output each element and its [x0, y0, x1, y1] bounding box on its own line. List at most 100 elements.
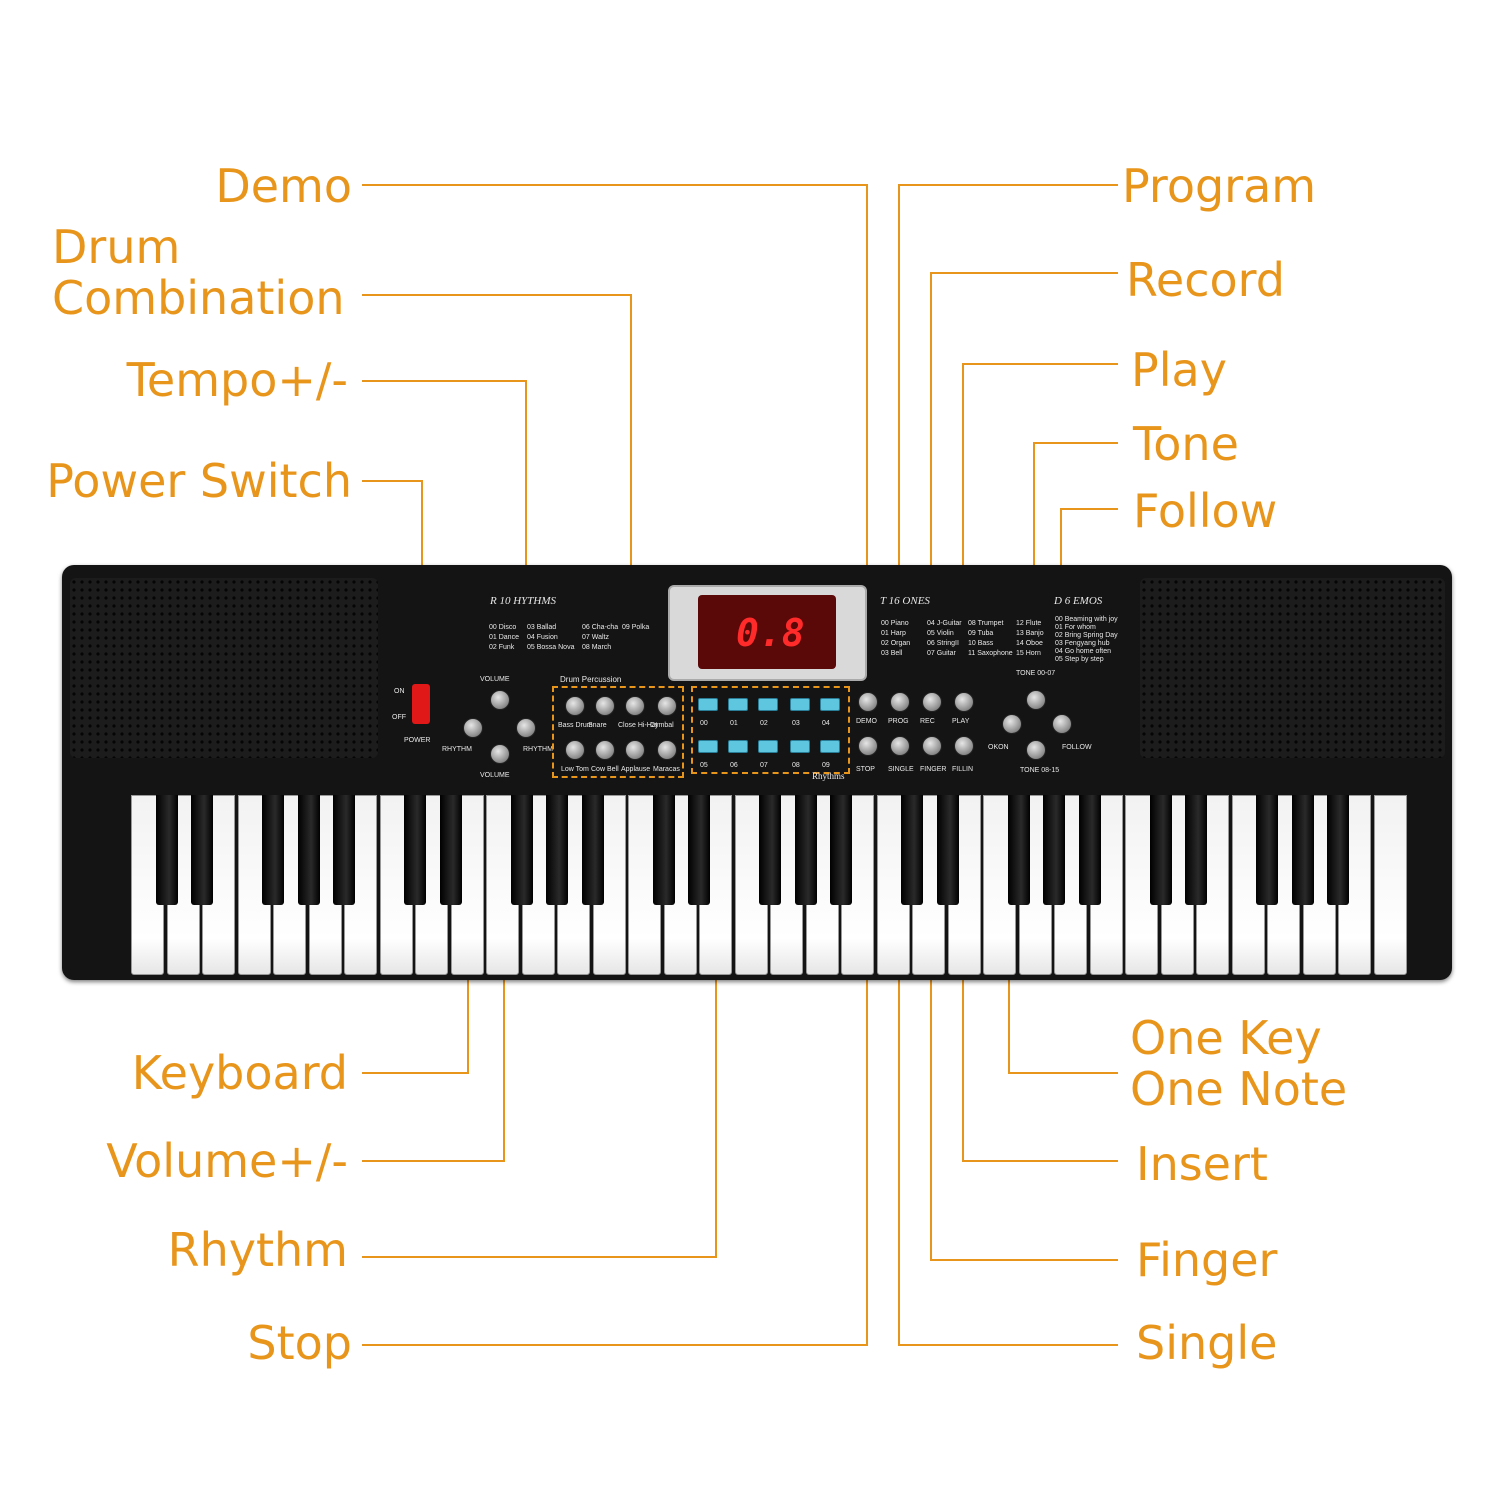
black-key[interactable] [830, 795, 852, 905]
black-key[interactable] [653, 795, 675, 905]
demo-list-item: 02 Bring Spring Day [1055, 632, 1118, 639]
black-key[interactable] [156, 795, 178, 905]
function-button-label: DEMO [856, 718, 877, 725]
tone-bottom-label: TONE 08-15 [1020, 767, 1060, 774]
display-panel: 0.8 [668, 585, 867, 681]
black-key[interactable] [404, 795, 426, 905]
tone-up-button[interactable] [1026, 690, 1046, 710]
volume-up-button[interactable] [490, 690, 510, 710]
drum-pad-button[interactable] [657, 740, 677, 760]
rhythm-left-label: RHYTHM [442, 746, 472, 753]
rhythm-number-label: 02 [760, 720, 768, 727]
okon-button[interactable] [1002, 714, 1022, 734]
black-key[interactable] [191, 795, 213, 905]
rhythm-number-label: 04 [822, 720, 830, 727]
black-key[interactable] [759, 795, 781, 905]
drum-pad-button[interactable] [565, 740, 585, 760]
rhythms-label: Rhythms [812, 771, 845, 781]
tone-down-button[interactable] [1026, 740, 1046, 760]
rhythms-title: R 10 HYTHMS [490, 595, 557, 607]
black-key[interactable] [262, 795, 284, 905]
label-tempo: Tempo+/- [126, 353, 348, 407]
drum-pad-label: Applause [621, 766, 651, 773]
function-button[interactable] [858, 692, 878, 712]
drum-pad-label: Maracas [653, 766, 680, 773]
demo-list-item: 00 Beaming with joy [1055, 616, 1118, 623]
black-key[interactable] [1256, 795, 1278, 905]
power-switch[interactable] [412, 684, 430, 724]
black-key[interactable] [546, 795, 568, 905]
on-label: ON [394, 688, 405, 695]
drum-pad-button[interactable] [595, 696, 615, 716]
rhythm-select-button[interactable] [820, 740, 840, 753]
drum-pad-label: Snare [588, 722, 607, 729]
rhythm-list-item: 02 Funk [489, 644, 515, 651]
rhythm-select-button[interactable] [728, 698, 748, 711]
rhythm-number-label: 09 [822, 762, 830, 769]
black-key[interactable] [1043, 795, 1065, 905]
volume-down-button[interactable] [490, 744, 510, 764]
function-button-label: STOP [856, 766, 875, 773]
tone-list-item: 07 Guitar [927, 650, 956, 657]
function-button-label: PROG [888, 718, 909, 725]
black-key[interactable] [298, 795, 320, 905]
black-key[interactable] [511, 795, 533, 905]
black-key[interactable] [1079, 795, 1101, 905]
function-button[interactable] [890, 736, 910, 756]
tone-top-label: TONE 00-07 [1016, 670, 1056, 677]
follow-button[interactable] [1052, 714, 1072, 734]
demo-list-item: 04 Go home often [1055, 648, 1112, 655]
black-key[interactable] [688, 795, 710, 905]
tone-list-item: 06 StringII [927, 640, 959, 647]
rhythm-select-button[interactable] [790, 740, 810, 753]
black-key[interactable] [582, 795, 604, 905]
label-keyboard: Keyboard [131, 1046, 348, 1100]
drum-pad-button[interactable] [595, 740, 615, 760]
drum-pad-button[interactable] [625, 740, 645, 760]
label-finger: Finger [1136, 1233, 1278, 1287]
function-button[interactable] [890, 692, 910, 712]
label-follow: Follow [1133, 484, 1278, 538]
rhythm-select-button[interactable] [758, 740, 778, 753]
rhythm-select-button[interactable] [758, 698, 778, 711]
black-key[interactable] [901, 795, 923, 905]
black-key[interactable] [1185, 795, 1207, 905]
label-program: Program [1122, 159, 1317, 213]
rhythm-list-item: 03 Ballad [527, 624, 557, 631]
function-button[interactable] [954, 692, 974, 712]
rhythm-select-button[interactable] [728, 740, 748, 753]
function-button-label: FILLIN [952, 766, 974, 773]
label-play: Play [1131, 343, 1227, 397]
line-program [898, 184, 1118, 700]
rhythm-select-button[interactable] [820, 698, 840, 711]
rhythm-select-button[interactable] [790, 698, 810, 711]
function-button[interactable] [922, 736, 942, 756]
function-button[interactable] [954, 736, 974, 756]
drum-pad-button[interactable] [625, 696, 645, 716]
drum-pad-label: Close Hi-Hat [618, 722, 658, 729]
tone-list-item: 08 Trumpet [968, 620, 1004, 627]
black-key[interactable] [333, 795, 355, 905]
drum-pad-button[interactable] [657, 696, 677, 716]
label-insert: Insert [1136, 1137, 1268, 1191]
line-record [930, 272, 1118, 700]
rhythm-select-button[interactable] [698, 740, 718, 753]
rhythm-select-button[interactable] [698, 698, 718, 711]
tempo-up-button[interactable] [516, 718, 536, 738]
black-key[interactable] [1292, 795, 1314, 905]
rhythm-list-item: 06 Cha-cha [582, 624, 619, 631]
black-key[interactable] [1150, 795, 1172, 905]
tone-list-item: 00 Piano [881, 620, 909, 627]
black-key[interactable] [1008, 795, 1030, 905]
tone-list-item: 03 Bell [881, 650, 903, 657]
black-key[interactable] [440, 795, 462, 905]
white-key[interactable] [1374, 795, 1407, 975]
drum-pad-button[interactable] [565, 696, 585, 716]
tempo-down-button[interactable] [463, 718, 483, 738]
function-button[interactable] [858, 736, 878, 756]
black-key[interactable] [795, 795, 817, 905]
label-drum-combination: Drum Combination [52, 220, 345, 325]
function-button[interactable] [922, 692, 942, 712]
black-key[interactable] [937, 795, 959, 905]
black-key[interactable] [1327, 795, 1349, 905]
